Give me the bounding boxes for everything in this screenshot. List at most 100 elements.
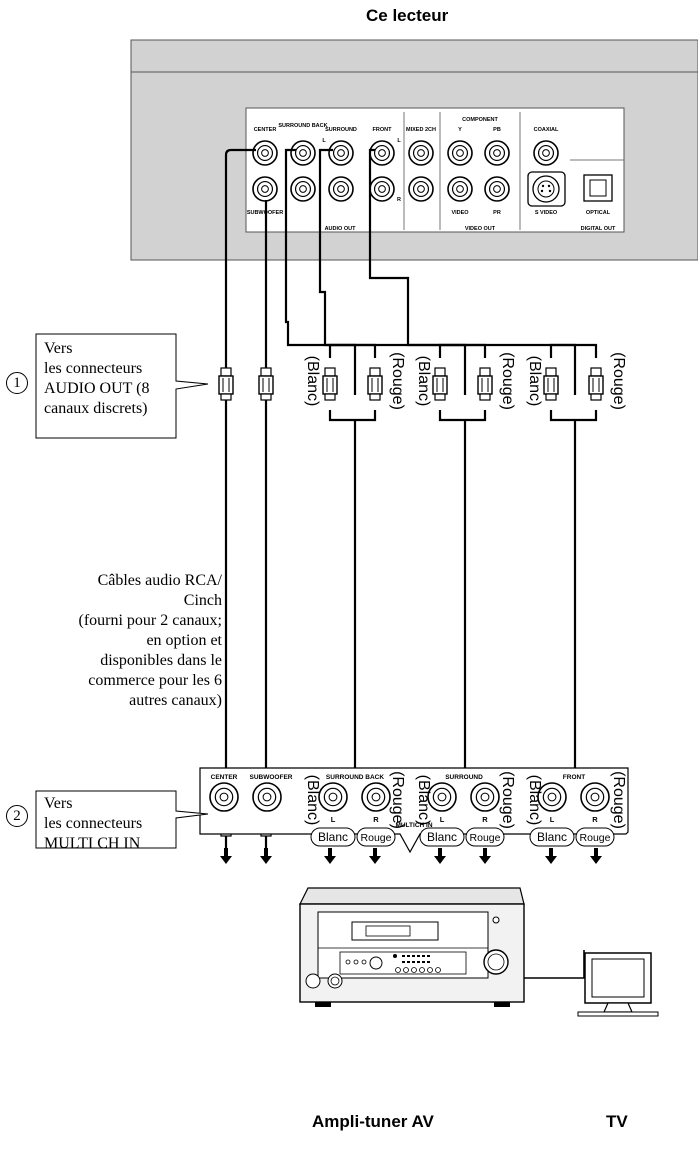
rca-jack (290, 176, 316, 202)
tv-icon (577, 952, 659, 1017)
rca-jack (484, 176, 510, 202)
tv-cable (524, 950, 585, 979)
jack-label-audio-out: AUDIO OUT (325, 226, 357, 232)
rca-plug (258, 367, 274, 401)
cable-segment (328, 410, 377, 422)
rca-plug (477, 367, 493, 401)
rca-jack (447, 140, 473, 166)
color-pill-label: Blanc (427, 830, 457, 844)
cable-segment (549, 343, 598, 358)
white-plug-label: (Blanc) (304, 774, 321, 826)
rca-jack (369, 176, 395, 202)
step-2-marker: 2 (6, 805, 28, 827)
input-label-surround: SURROUND (445, 774, 483, 781)
white-plug-label: (Blanc) (415, 774, 432, 826)
input-label-subwoofer: SUBWOOFER (250, 774, 293, 781)
red-plug-label: (Rouge) (499, 771, 516, 829)
white-plug-label: (Blanc) (526, 355, 543, 407)
input-label-multich-in: MULTICH IN (395, 822, 432, 829)
jack-label-y: Y (458, 127, 462, 133)
cable-segment (224, 148, 256, 372)
cable-segment (438, 410, 487, 422)
rca-jack (580, 782, 610, 812)
jack-label-front: FRONT (373, 127, 393, 133)
cable-note-line: (fourni pour 2 canaux; (78, 612, 222, 629)
red-plug-label: (Rouge) (389, 352, 406, 410)
color-pill: Blanc (310, 827, 356, 847)
rca-plug (543, 367, 559, 401)
rca-jack (447, 176, 473, 202)
callout-1-line: AUDIO OUT (8 (44, 380, 150, 397)
player-title: Ce lecteur (366, 6, 449, 25)
rca-plug (588, 367, 604, 401)
rca-jack (484, 140, 510, 166)
color-pills: Blanc Rouge Blanc Rouge Blanc Rouge (310, 827, 615, 847)
cable-note-line: autres canaux) (129, 692, 222, 709)
red-plug-label: (Rouge) (499, 352, 516, 410)
callout-1-line: canaux discrets) (44, 400, 148, 417)
channel-label: L (440, 815, 445, 824)
cable-note-line: Câbles audio RCA/ (97, 572, 222, 589)
jack-label-component: COMPONENT (462, 117, 498, 123)
rca-jack (369, 140, 395, 166)
connection-arrows (220, 848, 602, 864)
color-pill-label: Blanc (537, 830, 567, 844)
optical-jack (583, 174, 613, 202)
red-plug-label: (Rouge) (389, 771, 406, 829)
white-plug-label: (Blanc) (526, 774, 543, 826)
channel-label: R (592, 815, 598, 824)
callout-2-line: MULTI CH IN (44, 835, 141, 852)
color-pill-label: Rouge (470, 832, 501, 844)
callout-2-line: Vers (44, 795, 73, 812)
channel-label: R (482, 815, 488, 824)
down-arrow (545, 848, 557, 864)
callout-2-text: Vers les connecteurs MULTI CH IN (44, 794, 142, 854)
red-plug-label: (Rouge) (610, 771, 627, 829)
rca-plugs (218, 367, 604, 837)
down-arrow (369, 848, 381, 864)
callout-2-line: les connecteurs (44, 815, 143, 832)
jack-label-digital-out: DIGITAL OUT (581, 226, 616, 232)
jack-label-pb: PB (493, 127, 501, 133)
color-pill: Blanc (419, 827, 465, 847)
rca-jack (252, 140, 278, 166)
jack-label-l: L (397, 138, 401, 144)
rca-jack (470, 782, 500, 812)
color-pill-label: Rouge (361, 832, 392, 844)
channel-label: R (373, 815, 379, 824)
rca-jack (328, 140, 354, 166)
channel-label: L (550, 815, 555, 824)
rca-plug (218, 367, 234, 401)
receiver-jacks (209, 782, 610, 812)
cable-segment (328, 343, 377, 358)
down-arrow (324, 848, 336, 864)
rca-jack (533, 140, 559, 166)
s-video-jack (527, 171, 566, 207)
jack-label-l: L (322, 138, 326, 144)
down-arrow (260, 848, 272, 864)
rca-jack (252, 176, 278, 202)
av-receiver-icon (299, 887, 525, 1007)
jack-label-surround: SURROUND (325, 127, 357, 133)
callout-1-text: Vers les connecteurs AUDIO OUT (8 canaux… (44, 339, 149, 419)
color-pill-label: Rouge (580, 832, 611, 844)
rca-jack (408, 176, 434, 202)
white-plug-label: (Blanc) (415, 355, 432, 407)
rca-jack (318, 782, 348, 812)
jack-label-surround-back: SURROUND BACK (278, 123, 327, 129)
rca-jack (209, 782, 239, 812)
color-pill: Rouge (575, 827, 615, 847)
av-receiver-label: Ampli-tuner AV (312, 1112, 434, 1131)
player-jacks (252, 140, 559, 202)
callout-1-line: les connecteurs (44, 360, 143, 377)
cable-note-line: disponibles dans le (100, 652, 222, 669)
cable-segment (549, 410, 598, 422)
tv-label: TV (606, 1112, 628, 1131)
cable-note-line: Cinch (183, 592, 222, 609)
callout-2-box (35, 790, 209, 849)
down-arrow (479, 848, 491, 864)
rca-plug (432, 367, 448, 401)
